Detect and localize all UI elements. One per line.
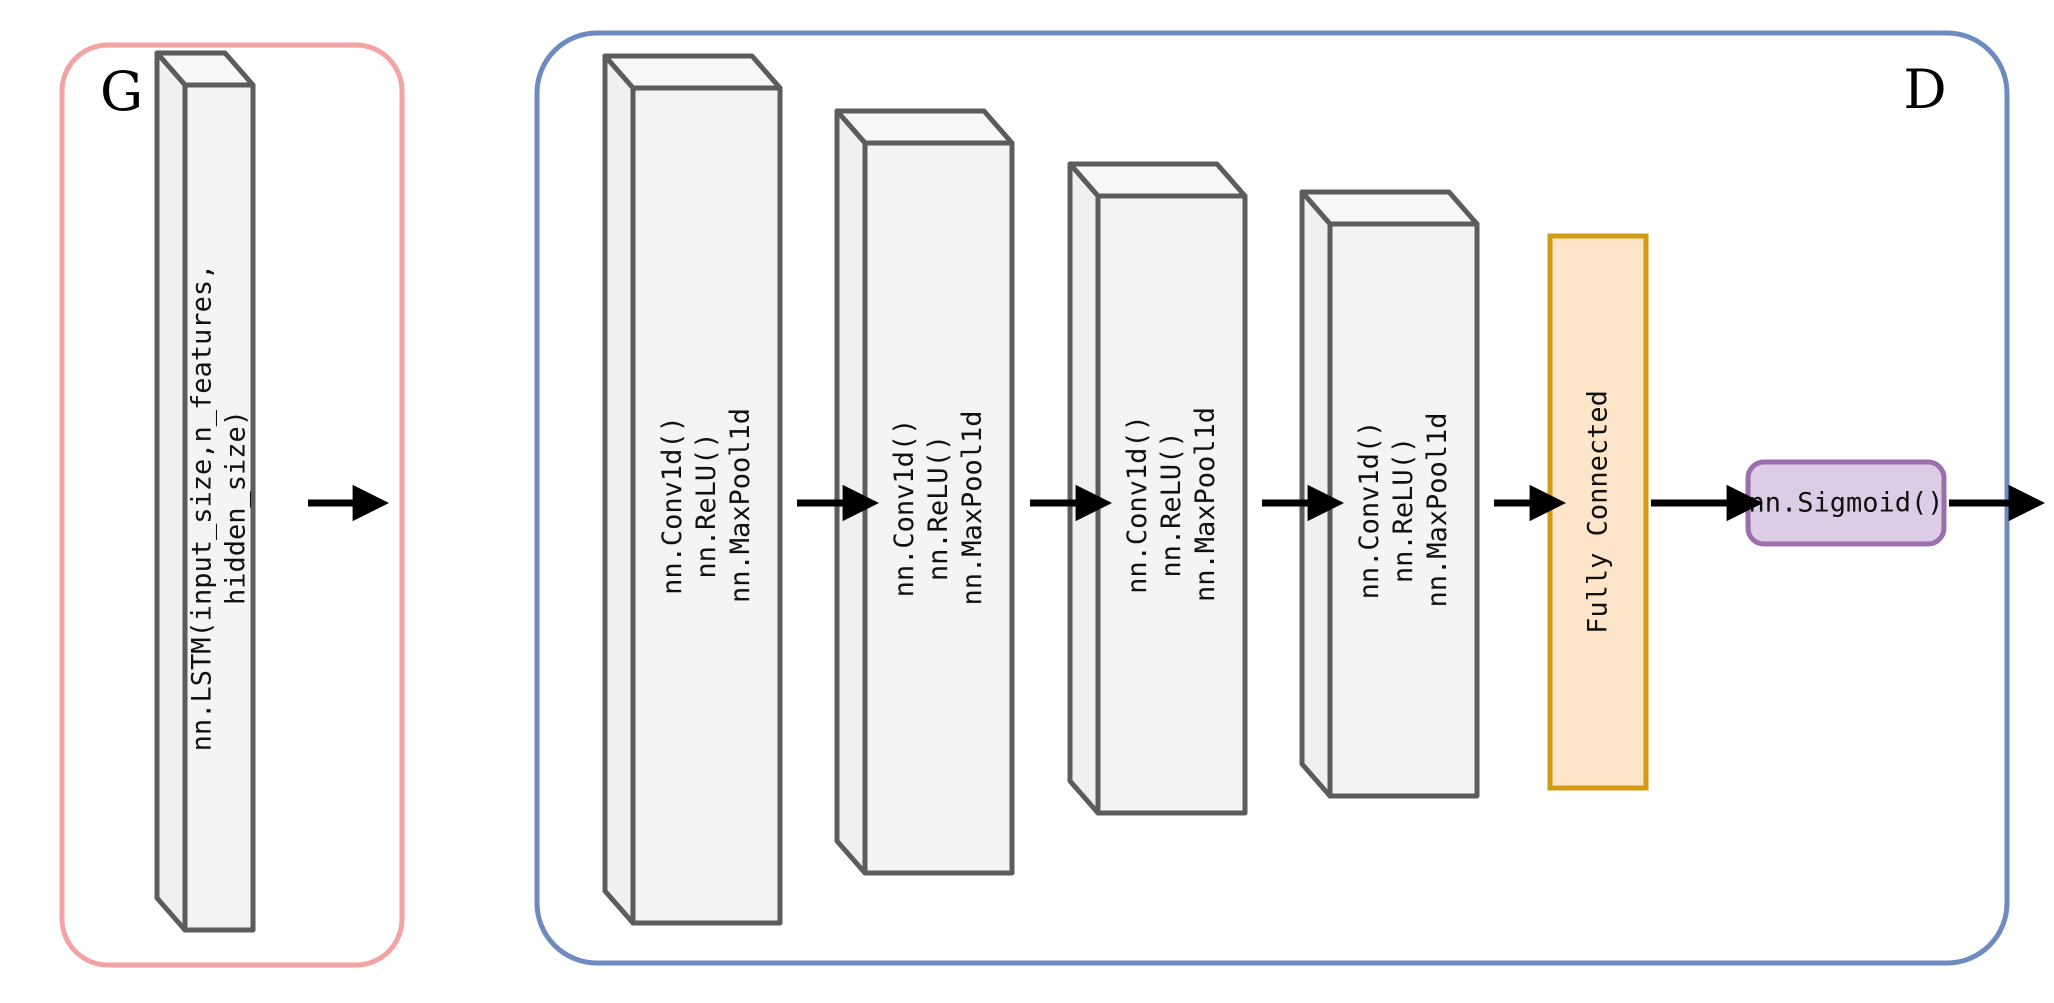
group-border-discriminator xyxy=(534,30,2010,966)
conv-block-4-side-face xyxy=(1299,189,1333,799)
conv-block-2-text-line-3: nn.MaxPool1d xyxy=(957,410,988,605)
lstm-block: nn.LSTM(input_size,n_features,hidden_siz… xyxy=(154,50,256,933)
flat-blocks: Fully Connected nn.Sigmoid() xyxy=(1547,233,1947,791)
conv-block-2: nn.Conv1d()nn.ReLU()nn.MaxPool1d xyxy=(834,108,1015,876)
conv-block-3: nn.Conv1d()nn.ReLU()nn.MaxPool1d xyxy=(1067,161,1248,816)
conv-block-1-side-face xyxy=(602,53,636,926)
conv-block-2-text-line-1: nn.Conv1d() xyxy=(889,419,920,598)
conv-block-4-text-line-2: nn.ReLU() xyxy=(1388,437,1419,583)
fully-connected-block-label: Fully Connected xyxy=(1583,390,1614,634)
lstm-block-text-line-2: hidden_size) xyxy=(221,410,252,605)
conv-block-2-text-line-2: nn.ReLU() xyxy=(923,435,954,581)
lstm-block-text-line-1: nn.LSTM(input_size,n_features, xyxy=(187,264,218,752)
conv-block-3-front-face xyxy=(1095,193,1248,816)
conv-block-1: nn.Conv1d()nn.ReLU()nn.MaxPool1d xyxy=(602,53,783,926)
fully-connected-block: Fully Connected xyxy=(1547,233,1649,791)
generator-group-label: G xyxy=(100,60,143,123)
sigmoid-block-label: nn.Sigmoid() xyxy=(1748,488,1943,519)
group-containers xyxy=(59,30,2010,968)
layer-blocks: nn.LSTM(input_size,n_features,hidden_siz… xyxy=(154,50,1480,933)
discriminator-group-label: D xyxy=(1903,58,1946,121)
conv-block-3-side-face xyxy=(1067,161,1101,816)
lstm-block-side-face xyxy=(154,50,188,933)
conv-block-1-front-face xyxy=(630,85,783,926)
lstm-block-front-face xyxy=(182,82,256,933)
conv-block-2-front-face xyxy=(862,140,1015,876)
group-border-generator xyxy=(59,42,405,968)
conv-block-1-text-line-2: nn.ReLU() xyxy=(691,432,722,578)
sigmoid-block: nn.Sigmoid() xyxy=(1745,459,1947,547)
conv-block-4-text-line-1: nn.Conv1d() xyxy=(1354,421,1385,600)
conv-block-2-side-face xyxy=(834,108,868,876)
conv-block-4: nn.Conv1d()nn.ReLU()nn.MaxPool1d xyxy=(1299,189,1480,799)
conv-block-3-text-line-2: nn.ReLU() xyxy=(1156,431,1187,577)
conv-block-3-text-line-3: nn.MaxPool1d xyxy=(1190,407,1221,602)
conv-block-3-text-line-1: nn.Conv1d() xyxy=(1122,415,1153,594)
conv-block-4-text-line-3: nn.MaxPool1d xyxy=(1422,412,1453,607)
conv-block-1-text-line-3: nn.MaxPool1d xyxy=(725,408,756,603)
conv-block-1-text-line-1: nn.Conv1d() xyxy=(657,416,688,595)
